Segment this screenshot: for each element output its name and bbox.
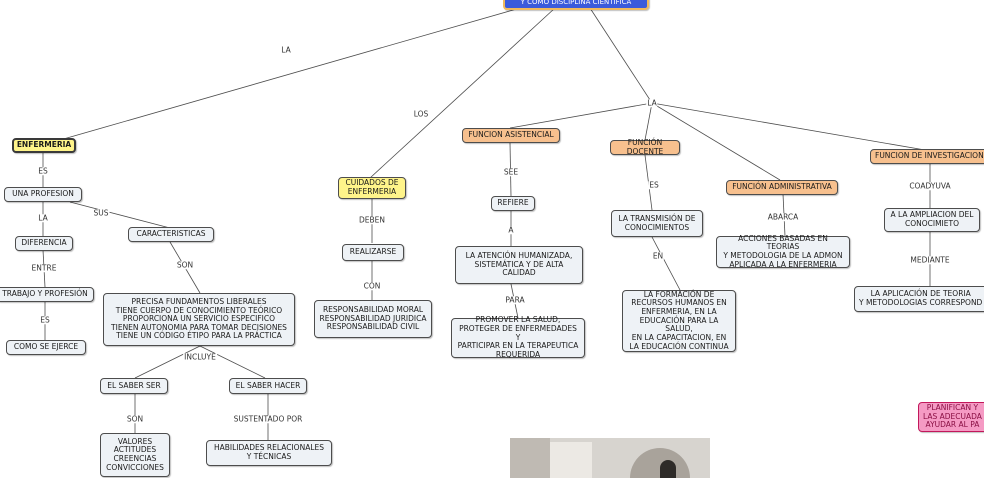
node-atencion[interactable]: LA ATENCIÓN HUMANIZADA, SISTEMÁTICA Y DE… [455,246,583,284]
link-label-abarca: ABARCA [766,212,800,222]
node-planifican[interactable]: PLANIFICAN Y LAS ADECUADA AYUDAR AL PA [918,402,984,432]
link-label-son: SON [175,260,195,270]
link-label-incluye: INCLUYE [183,352,217,362]
link-label-la-top: LA [280,45,292,55]
link-label-sustentado-por: SUSTENTADO POR [232,414,304,424]
node-ampliacion[interactable]: A LA AMPLIACION DEL CONOCIMIETO [884,208,980,232]
link-label-entre: ENTRE [30,263,58,273]
node-refiere[interactable]: REFIERE [491,196,535,211]
photo-thumbnail [510,438,710,478]
node-enfermeria[interactable]: ENFERMERIA [12,138,76,153]
link-label-para: PARA [504,295,526,305]
node-el-saber-ser[interactable]: EL SABER SER [100,378,168,394]
link-label-la-right: LA [646,98,658,108]
link-label-a: A [507,225,515,235]
node-cuidados-enfermeria[interactable]: CUIDADOS DE ENFERMERIA [338,177,406,199]
node-el-saber-hacer[interactable]: EL SABER HACER [229,378,307,394]
link-label-es-2: ES [39,315,51,325]
node-funcion-docente[interactable]: FUNCIÓN DOCENTE [610,138,680,155]
node-formacion[interactable]: LA FORMACIÓN DE RECURSOS HUMANOS EN ENFE… [622,290,736,352]
node-realizarse[interactable]: REALIZARSE [342,244,404,261]
node-valores[interactable]: VALORES ACTITUDES CREENCIAS CONVICCIONES [100,433,170,477]
node-como-se-ejerce[interactable]: COMO SE EJERCE [6,340,86,355]
node-promover[interactable]: PROMOVER LA SALUD, PROTEGER DE ENFERMEDA… [451,316,585,359]
node-acciones[interactable]: ACCIONES BASADAS EN TEORIAS Y METODOLOGI… [716,234,850,268]
link-label-coadyuva: COADYUVA [908,181,952,191]
link-label-es-3: ES [648,180,660,190]
node-funcion-asistencial[interactable]: FUNCION ASISTENCIAL [462,128,560,143]
node-transmision[interactable]: LA TRANSMISIÓN DE CONOCIMIENTOS [611,210,703,237]
node-habilidades[interactable]: HABILIDADES RELACIONALES Y TÉCNICAS [206,440,332,466]
root-node[interactable]: Y COMO DISCIPLINA CIENTÍFICA [503,0,649,10]
link-label-mediante: MEDIANTE [909,255,951,265]
link-label-sus: SUS [92,208,110,218]
node-una-profesion[interactable]: UNA PROFESION [4,187,82,202]
node-precisa-fundamentos[interactable]: PRECISA FUNDAMENTOS LIBERALES TIENE CUER… [103,293,295,346]
node-caracteristicas[interactable]: CARACTERISTICAS [128,227,214,242]
link-label-en: EN [651,251,665,261]
node-diferencia[interactable]: DIFERENCIA [15,236,73,251]
link-label-son-2: SON [125,414,145,424]
node-trabajo-profesion[interactable]: TRABAJO Y PROFESIÓN [0,287,94,302]
link-label-con: CON [362,281,382,291]
link-label-deben: DEBEN [357,215,387,225]
link-label-la: LA [37,213,49,223]
link-label-es: ES [37,166,49,176]
link-label-see: SEE [502,167,520,177]
node-responsabilidad[interactable]: RESPONSABILIDAD MORAL RESPONSABILIDAD JU… [314,300,432,338]
node-funcion-investigacion[interactable]: FUNCION DE INVESTIGACION [870,149,984,164]
node-funcion-administrativa[interactable]: FUNCIÓN ADMINISTRATIVA [726,180,838,195]
node-aplicacion[interactable]: LA APLICACIÓN DE TEORIA Y METODOLOGIAS C… [854,286,984,312]
link-label-los: LOS [412,109,430,119]
